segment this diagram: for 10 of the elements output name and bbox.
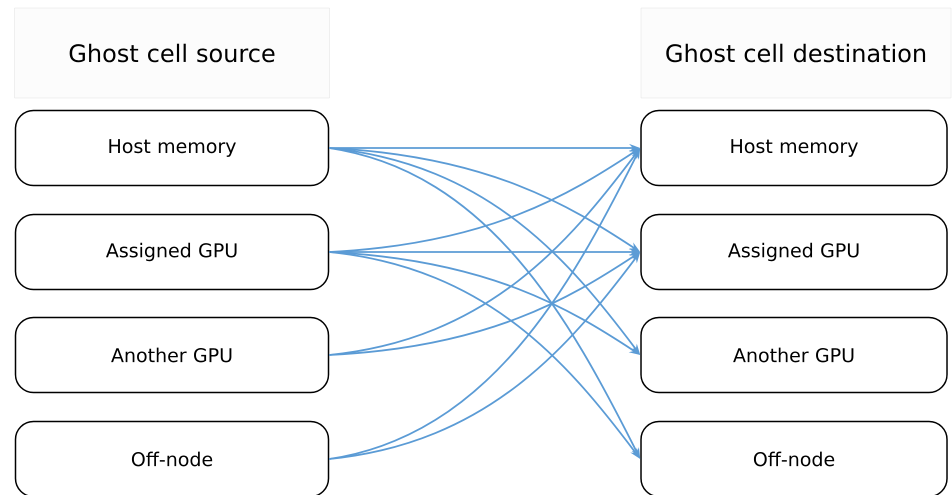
memory-box: Off-node: [640, 420, 948, 495]
header-box: Ghost cell source: [14, 8, 330, 98]
memory-box: Host memory: [640, 110, 948, 186]
memory-box: Off-node: [14, 420, 330, 495]
header-box: Ghost cell destination: [640, 8, 952, 98]
memory-box: Assigned GPU: [14, 214, 330, 290]
memory-box: Another GPU: [14, 316, 330, 394]
memory-box: Host memory: [14, 110, 330, 186]
memory-box: Assigned GPU: [640, 214, 948, 290]
memory-box: Another GPU: [640, 316, 948, 394]
